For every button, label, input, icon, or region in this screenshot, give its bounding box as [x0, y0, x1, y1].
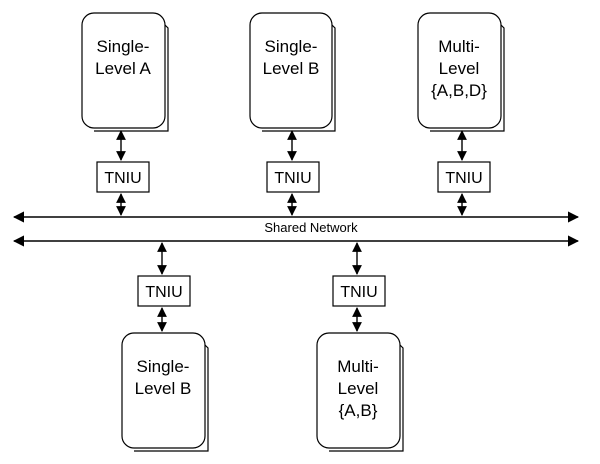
tniu-label: TNIU — [445, 170, 482, 187]
tniu-label: TNIU — [145, 284, 182, 301]
host-label-line: Single- — [265, 37, 318, 56]
network-label: Shared Network — [264, 220, 358, 235]
host-single-level-b-bottom: Single- Level B — [121, 332, 209, 452]
host-label-line: Level B — [135, 379, 192, 398]
host-label-line: Multi- — [438, 37, 480, 56]
host-label-line: Level A — [95, 59, 151, 78]
tniu-label: TNIU — [274, 170, 311, 187]
tniu-label: TNIU — [104, 170, 141, 187]
host-multi-level-ab: Multi- Level {A,B} — [316, 332, 404, 452]
host-label-line: Single- — [137, 357, 190, 376]
tniu-box: TNIU — [96, 161, 150, 193]
host-label-line: Level B — [263, 59, 320, 78]
tniu-box: TNIU — [332, 275, 386, 307]
host-label-line: Level — [439, 59, 480, 78]
host-single-level-a: Single- Level A — [81, 12, 169, 132]
host-label-line: Single- — [97, 37, 150, 56]
host-label-line: {A,B} — [339, 401, 378, 420]
host-single-level-b-top: Single- Level B — [249, 12, 336, 132]
tniu-box: TNIU — [437, 161, 491, 193]
host-label-line: Multi- — [337, 357, 379, 376]
host-label-line: Level — [338, 379, 379, 398]
tniu-box: TNIU — [266, 161, 320, 193]
tniu-label: TNIU — [340, 284, 377, 301]
tniu-box: TNIU — [137, 275, 191, 307]
host-multi-level-abd: Multi- Level {A,B,D} — [417, 12, 505, 132]
host-label-line: {A,B,D} — [431, 81, 487, 100]
